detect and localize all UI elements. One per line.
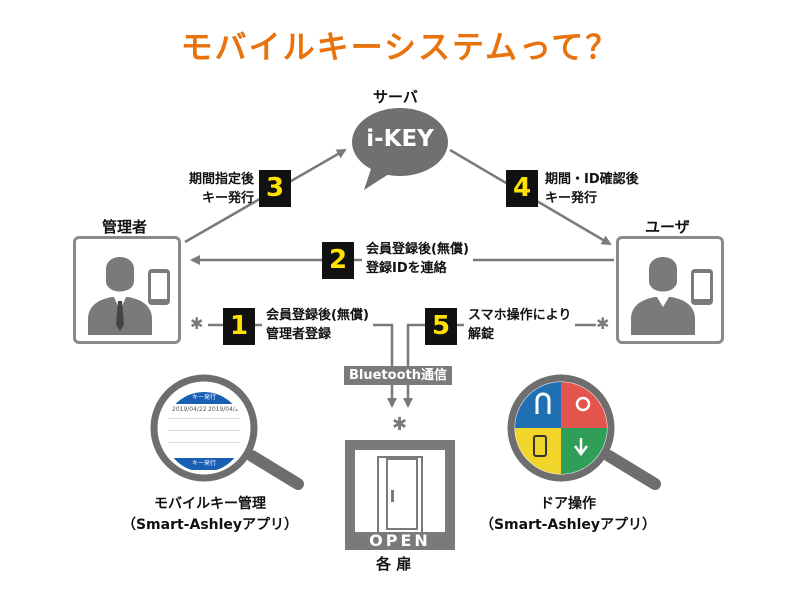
door-bluetooth-icon: ✱	[392, 414, 408, 435]
step-1-line2: 管理者登録	[266, 327, 332, 342]
page-title: モバイルキーシステムって？	[180, 28, 620, 66]
server-bubble	[352, 108, 448, 190]
door-open-caption: OPEN	[369, 531, 431, 550]
app-issue-button: キー発行	[164, 458, 244, 470]
door-icon	[355, 450, 445, 532]
left-app-screen: キー発行 2019/04/22 2019/04/26 キー発行	[164, 392, 244, 472]
step-3-line1: 期間指定後	[188, 172, 254, 187]
step-2-number: 2	[322, 242, 354, 279]
admin-box	[73, 236, 181, 344]
server-label: サーバ	[373, 88, 418, 106]
step-3-number: 3	[259, 170, 291, 207]
admin-bluetooth-icon: ✱	[190, 314, 204, 333]
right-app-line2: （Smart-Ashleyアプリ）	[479, 517, 657, 533]
user-label: ユーザ	[645, 218, 690, 236]
bluetooth-label: Bluetooth通信	[344, 366, 452, 385]
right-app-caption: ドア操作 （Smart-Ashleyアプリ）	[478, 494, 658, 536]
step-4-text: 期間・ID確認後 キー発行	[545, 170, 639, 208]
step-5-line1: スマホ操作により	[468, 308, 572, 323]
step-4-line1: 期間・ID確認後	[545, 172, 639, 187]
left-app-caption: モバイルキー管理 （Smart-Ashleyアプリ）	[120, 494, 300, 536]
step-4-number: 4	[506, 170, 538, 207]
right-app-line1: ドア操作	[540, 496, 596, 512]
step-3-line2: キー発行	[201, 191, 254, 206]
step-3-text: 期間指定後 キー発行	[168, 170, 254, 208]
admin-label: 管理者	[102, 218, 148, 236]
step-2-line1: 会員登録後(無償)	[366, 242, 469, 257]
person-icon	[631, 257, 713, 335]
user-bluetooth-icon: ✱	[596, 314, 610, 333]
server-bubble-text: i-KEY	[366, 126, 434, 152]
app-date-from: 2019/04/22	[172, 406, 207, 413]
left-app-line2: （Smart-Ashleyアプリ）	[121, 517, 299, 533]
door-label: 各 扉	[376, 555, 412, 573]
right-magnifier-icon	[507, 374, 661, 490]
person-icon	[88, 257, 170, 335]
app-date-to: 2019/04/26	[208, 406, 243, 413]
user-box	[616, 236, 724, 344]
step-4-line2: キー発行	[545, 191, 598, 206]
step-5-line2: 解錠	[468, 327, 495, 342]
step-2-text: 会員登録後(無償) 登録IDを連絡	[362, 240, 473, 278]
left-app-line1: モバイルキー管理	[154, 496, 266, 512]
app-screen-title: キー発行	[164, 392, 244, 404]
step-5-text: スマホ操作により 解錠	[464, 306, 576, 344]
step-1-text: 会員登録後(無償) 管理者登録	[262, 306, 373, 344]
step-5-number: 5	[425, 308, 457, 345]
step-1-number: 1	[223, 308, 255, 345]
step-2-line2: 登録IDを連絡	[366, 261, 447, 276]
door-frame: OPEN	[345, 440, 455, 550]
step-1-line1: 会員登録後(無償)	[266, 308, 369, 323]
